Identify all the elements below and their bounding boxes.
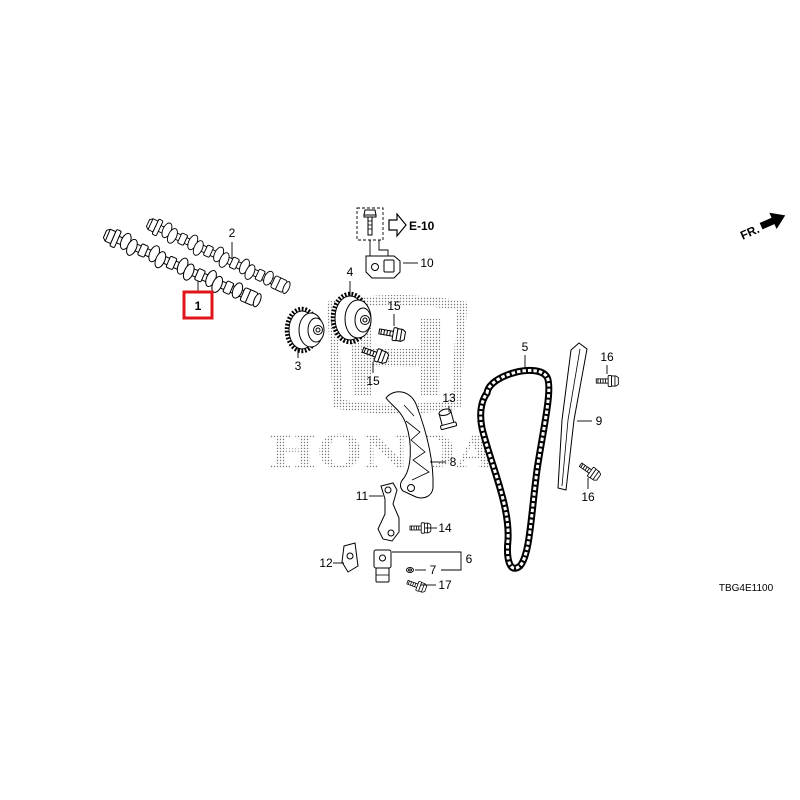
chain-tensioner-part-6: [373, 549, 392, 583]
callout-8[interactable]: 8: [450, 455, 457, 469]
callout-11[interactable]: 11: [356, 489, 369, 503]
callout-5[interactable]: 5: [522, 340, 529, 354]
tensioner-lever-part-11: [377, 482, 400, 542]
honda-watermark-text: HONDA: [268, 425, 497, 479]
bolt-part-17: [405, 577, 428, 594]
callout-15-upper[interactable]: 15: [387, 299, 401, 313]
reference-label[interactable]: E-10: [409, 219, 435, 233]
o-ring-part-7: [406, 567, 414, 573]
bolt-part-15-upper: [377, 324, 407, 343]
callout-12[interactable]: 12: [319, 556, 333, 570]
honda-logo-h: [348, 317, 444, 397]
callout-16-lower[interactable]: 16: [581, 490, 595, 504]
tensioner-arm-part-8: [385, 391, 434, 499]
bolt-part-16-lower: [576, 459, 603, 483]
callout-17[interactable]: 17: [438, 578, 452, 592]
callout-2[interactable]: 2: [229, 226, 236, 240]
callout-10[interactable]: 10: [420, 256, 434, 270]
bolt-part-16-upper: [595, 375, 619, 387]
honda-watermark: HONDA: [268, 295, 497, 479]
honda-logo-frame: [326, 295, 468, 414]
callout-3[interactable]: 3: [295, 359, 302, 373]
callout-7[interactable]: 7: [430, 563, 437, 577]
callout-labels: 1 2 3 4 5 6 7 8 9 10 11 12 13 14 15 15 1…: [182, 226, 614, 592]
front-label: FR.: [738, 222, 761, 243]
callout-13[interactable]: 13: [442, 391, 456, 405]
callout-15-lower[interactable]: 15: [366, 374, 380, 388]
callout-4[interactable]: 4: [347, 265, 354, 279]
leader-lines: [197, 242, 608, 586]
selected-part-highlight: [182, 290, 214, 320]
reference-arrow-e10[interactable]: E-10: [388, 212, 435, 238]
pivot-bolt-part-13: [438, 408, 458, 431]
leader-6: [392, 551, 462, 571]
timing-chain-part-5: [477, 366, 553, 572]
cam-holder-bracket-part-10: [365, 255, 401, 279]
callout-14[interactable]: 14: [438, 521, 452, 535]
front-direction-indicator: FR.: [738, 212, 786, 243]
dashed-reference-box: [356, 207, 389, 256]
callout-6[interactable]: 6: [466, 552, 473, 566]
chain-guide-part-9: [557, 342, 588, 491]
diagram-code: TBG4E1100: [719, 583, 774, 594]
callout-9[interactable]: 9: [596, 414, 603, 428]
callout-16-upper[interactable]: 16: [600, 350, 614, 364]
arrow-right-icon: [388, 212, 407, 238]
front-arrow-icon: [759, 212, 786, 230]
callout-1[interactable]: 1: [195, 299, 202, 313]
vtc-actuator-part-3: [284, 306, 325, 354]
bracket-part-12: [341, 542, 359, 573]
